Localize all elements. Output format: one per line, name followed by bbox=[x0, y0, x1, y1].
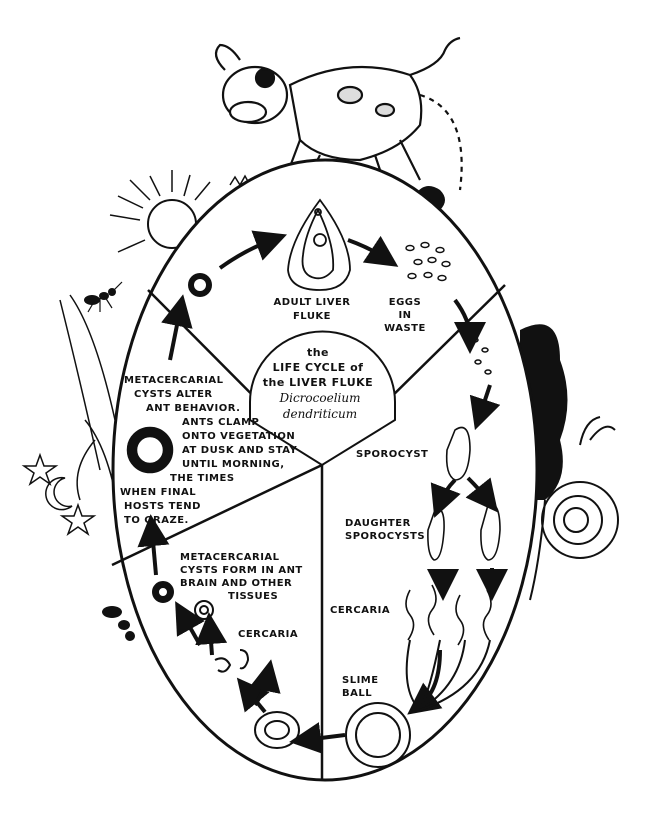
title-line-4: Dicrocoelium bbox=[279, 391, 361, 405]
meta-alter-line-9: WHEN FINAL bbox=[120, 487, 196, 498]
cercaria-left-label: CERCARIA bbox=[238, 629, 298, 640]
meta-alter-line-3: ANT BEHAVIOR. bbox=[146, 403, 240, 414]
slime-ball-label-2: BALL bbox=[342, 688, 372, 699]
eggs-illustration bbox=[405, 241, 492, 375]
ant-icon bbox=[84, 281, 123, 313]
meta-alter-line-5: ONTO VEGETATION bbox=[182, 431, 295, 442]
title-medallion bbox=[249, 330, 396, 467]
slime-ball-illustration bbox=[345, 702, 411, 768]
adult-fluke-label-1: ADULT LIVER bbox=[273, 297, 350, 308]
ant-icon bbox=[102, 606, 135, 641]
moon-icon bbox=[45, 476, 73, 511]
meta-alter-line-11: TO GRAZE. bbox=[124, 515, 189, 526]
cow-icon bbox=[214, 36, 463, 191]
snail-icon bbox=[529, 416, 619, 601]
title-line-5: dendriticum bbox=[283, 407, 357, 421]
adult-fluke-label-2: FLUKE bbox=[293, 311, 331, 322]
eggs-label-1: EGGS bbox=[389, 297, 421, 308]
meta-alter-line-4: ANTS CLAMP bbox=[182, 417, 259, 428]
eggs-label-2: IN bbox=[398, 310, 411, 321]
adult-fluke-illustration bbox=[287, 198, 351, 291]
star-icon bbox=[21, 452, 97, 536]
cyst-illustration bbox=[188, 273, 212, 297]
meta-alter-line-10: HOSTS TEND bbox=[124, 501, 201, 512]
eggs-label-3: WASTE bbox=[384, 323, 426, 334]
title-line-1: the bbox=[307, 346, 329, 359]
meta-alter-line-7: UNTIL MORNING, bbox=[182, 459, 285, 470]
slime-ball-label-1: SLIME bbox=[342, 675, 379, 686]
cycle-arrows bbox=[137, 230, 508, 754]
cycle-oval bbox=[111, 158, 539, 782]
meta-form-line-1: METACERCARIAL bbox=[180, 552, 280, 563]
meta-alter-line-1: METACERCARIAL bbox=[124, 375, 224, 386]
meta-alter-line-6: AT DUSK AND STAY bbox=[182, 445, 298, 456]
slime-tendrils bbox=[405, 639, 491, 711]
meta-form-line-2: CYSTS FORM IN ANT bbox=[180, 565, 303, 576]
title-line-2: LIFE CYCLE of bbox=[273, 361, 364, 374]
infected-ant-cyst-illustration bbox=[126, 426, 174, 474]
meta-form-line-4: TISSUES bbox=[228, 591, 278, 602]
daughter-sporocysts-label-1: DAUGHTER bbox=[345, 518, 411, 529]
meta-form-line-3: BRAIN AND OTHER bbox=[180, 578, 292, 589]
meta-alter-line-8: THE TIMES bbox=[170, 473, 235, 484]
title-line-3: the LIVER FLUKE bbox=[263, 376, 373, 389]
meta-alter-line-2: CYSTS ALTER bbox=[134, 389, 213, 400]
cercaria-right-label: CERCARIA bbox=[330, 605, 390, 616]
sporocyst-label: SPOROCYST bbox=[356, 449, 428, 460]
daughter-sporocysts-label-2: SPOROCYSTS bbox=[345, 531, 425, 542]
